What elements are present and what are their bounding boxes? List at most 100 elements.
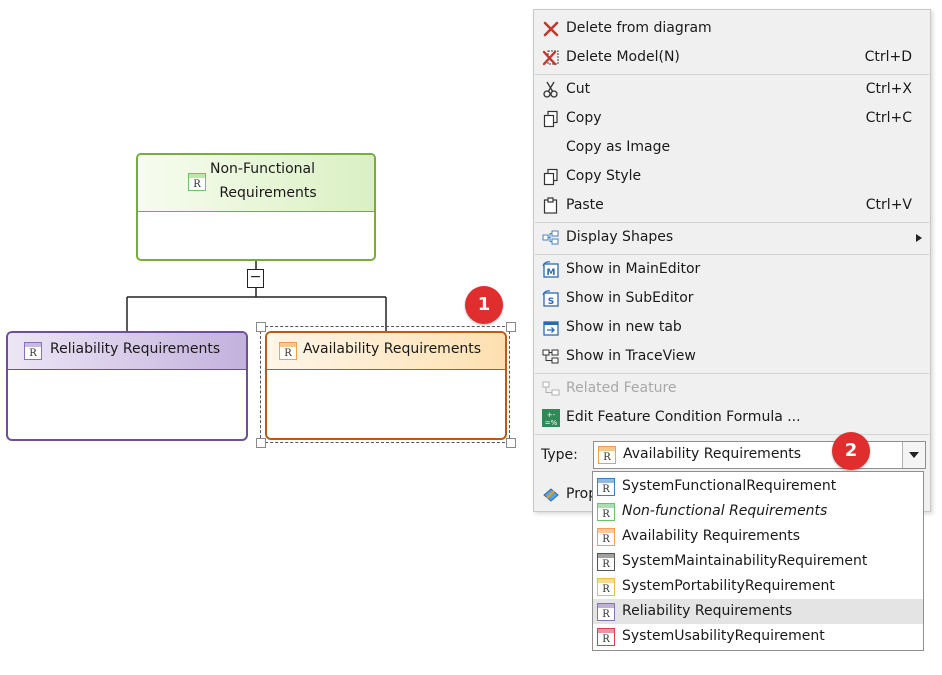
type-option-label: Reliability Requirements <box>622 603 793 619</box>
menu-item-copy-style[interactable]: Copy Style <box>534 163 930 191</box>
menu-item-display-shapes[interactable]: Display Shapes <box>534 224 930 252</box>
menu-shortcut: Ctrl+C <box>865 110 912 126</box>
resize-handle-se[interactable] <box>506 438 516 448</box>
node-header: R Non-Functional Requirements <box>138 155 374 212</box>
menu-item-show-in-maineditor[interactable]: M Show in MainEditor <box>534 256 930 284</box>
type-option[interactable]: R Non-functional Requirements <box>593 499 923 524</box>
menu-label: Show in SubEditor <box>566 290 694 306</box>
menu-label: Delete Model(N) <box>566 49 680 65</box>
type-option[interactable]: R SystemMaintainabilityRequirement <box>593 549 923 574</box>
collapse-glyph: − <box>249 269 262 285</box>
requirement-icon: R <box>598 446 616 464</box>
display-shapes-icon <box>542 230 559 245</box>
svg-text:+-: +- <box>547 411 556 419</box>
callout-badge-2: 2 <box>832 432 870 470</box>
menu-item-related-feature: Related Feature <box>534 375 930 403</box>
context-menu: Delete from diagram Delete Model(N) Ctrl… <box>533 9 931 512</box>
requirement-icon: R <box>188 173 206 191</box>
node-non-functional-requirements[interactable]: R Non-Functional Requirements <box>136 153 376 261</box>
menu-label: Edit Feature Condition Formula ... <box>566 409 801 425</box>
menu-item-copy-as-image[interactable]: Copy as Image <box>534 134 930 162</box>
menu-label: Show in TraceView <box>566 348 696 364</box>
menu-separator <box>535 254 929 255</box>
requirement-icon: R <box>597 628 615 646</box>
menu-item-delete-model[interactable]: Delete Model(N) Ctrl+D <box>534 44 930 72</box>
menu-label: Copy <box>566 110 602 126</box>
type-select[interactable]: R Availability Requirements <box>593 441 926 469</box>
menu-label: Prop <box>566 486 598 502</box>
menu-item-paste[interactable]: Paste Ctrl+V <box>534 192 930 220</box>
properties-icon <box>543 488 559 502</box>
type-option[interactable]: R Availability Requirements <box>593 524 923 549</box>
requirement-icon: R <box>597 478 615 496</box>
menu-label: Delete from diagram <box>566 20 712 36</box>
node-title-line1: Non-Functional <box>210 161 315 177</box>
menu-label: Copy as Image <box>566 139 671 155</box>
dropdown-button[interactable] <box>902 442 925 468</box>
related-feature-icon <box>542 381 560 396</box>
svg-text:M: M <box>547 268 556 278</box>
node-header: R Availability Requirements <box>267 333 505 370</box>
menu-label: Cut <box>566 81 591 97</box>
collapse-toggle[interactable]: − <box>247 269 264 288</box>
node-reliability-requirements[interactable]: R Reliability Requirements <box>6 331 248 441</box>
menu-label: Related Feature <box>566 380 677 396</box>
requirement-icon: R <box>597 553 615 571</box>
paste-icon <box>543 197 558 214</box>
trace-view-icon <box>542 349 559 364</box>
requirement-icon: R <box>597 528 615 546</box>
resize-handle-sw[interactable] <box>256 438 266 448</box>
type-option[interactable]: R SystemFunctionalRequirement <box>593 474 923 499</box>
node-availability-requirements[interactable]: R Availability Requirements <box>265 331 507 440</box>
menu-separator <box>535 434 929 435</box>
selection-outline <box>260 326 510 443</box>
menu-separator <box>535 74 929 75</box>
requirement-icon: R <box>597 578 615 596</box>
type-option[interactable]: R SystemPortabilityRequirement <box>593 574 923 599</box>
requirement-icon: R <box>279 342 297 360</box>
type-option-label: SystemPortabilityRequirement <box>622 578 835 594</box>
node-title: Reliability Requirements <box>50 341 221 357</box>
delete-icon <box>543 21 559 37</box>
resize-handle-nw[interactable] <box>256 322 266 332</box>
menu-item-show-in-subeditor[interactable]: S Show in SubEditor <box>534 285 930 313</box>
type-option-label: SystemFunctionalRequirement <box>622 478 837 494</box>
type-option-label: SystemMaintainabilityRequirement <box>622 553 868 569</box>
node-header: R Reliability Requirements <box>8 333 246 370</box>
menu-item-edit-feature-condition-formula[interactable]: +- =% Edit Feature Condition Formula ... <box>534 404 930 432</box>
requirement-icon: R <box>597 503 615 521</box>
type-option[interactable]: R Reliability Requirements <box>593 599 923 624</box>
menu-item-show-in-new-tab[interactable]: Show in new tab <box>534 314 930 342</box>
menu-item-cut[interactable]: Cut Ctrl+X <box>534 76 930 104</box>
menu-item-delete-from-diagram[interactable]: Delete from diagram <box>534 15 930 43</box>
node-title: Availability Requirements <box>303 341 482 357</box>
type-option-label: Non-functional Requirements <box>622 503 828 519</box>
copy-style-icon <box>543 168 558 186</box>
type-select-value: Availability Requirements <box>623 446 802 462</box>
chevron-down-icon <box>909 452 919 458</box>
menu-separator <box>535 373 929 374</box>
menu-shortcut: Ctrl+X <box>865 81 912 97</box>
requirement-icon: R <box>24 342 42 360</box>
menu-shortcut: Ctrl+D <box>864 49 912 65</box>
menu-label: Paste <box>566 197 604 213</box>
sub-editor-icon: S <box>542 290 559 307</box>
type-option-label: Availability Requirements <box>622 528 801 544</box>
copy-icon <box>543 110 558 128</box>
menu-label: Display Shapes <box>566 229 674 245</box>
formula-icon: +- =% <box>542 409 560 427</box>
requirement-icon: R <box>597 603 615 621</box>
menu-item-show-in-traceview[interactable]: Show in TraceView <box>534 343 930 371</box>
scissors-icon <box>543 81 558 98</box>
menu-label: Copy Style <box>566 168 642 184</box>
delete-model-icon <box>542 50 559 66</box>
menu-label: Show in MainEditor <box>566 261 701 277</box>
menu-shortcut: Ctrl+V <box>865 197 912 213</box>
main-editor-icon: M <box>542 261 559 278</box>
menu-item-properties[interactable]: Prop <box>534 481 930 509</box>
type-label: Type: <box>541 447 578 463</box>
resize-handle-ne[interactable] <box>506 322 516 332</box>
menu-item-copy[interactable]: Copy Ctrl+C <box>534 105 930 133</box>
